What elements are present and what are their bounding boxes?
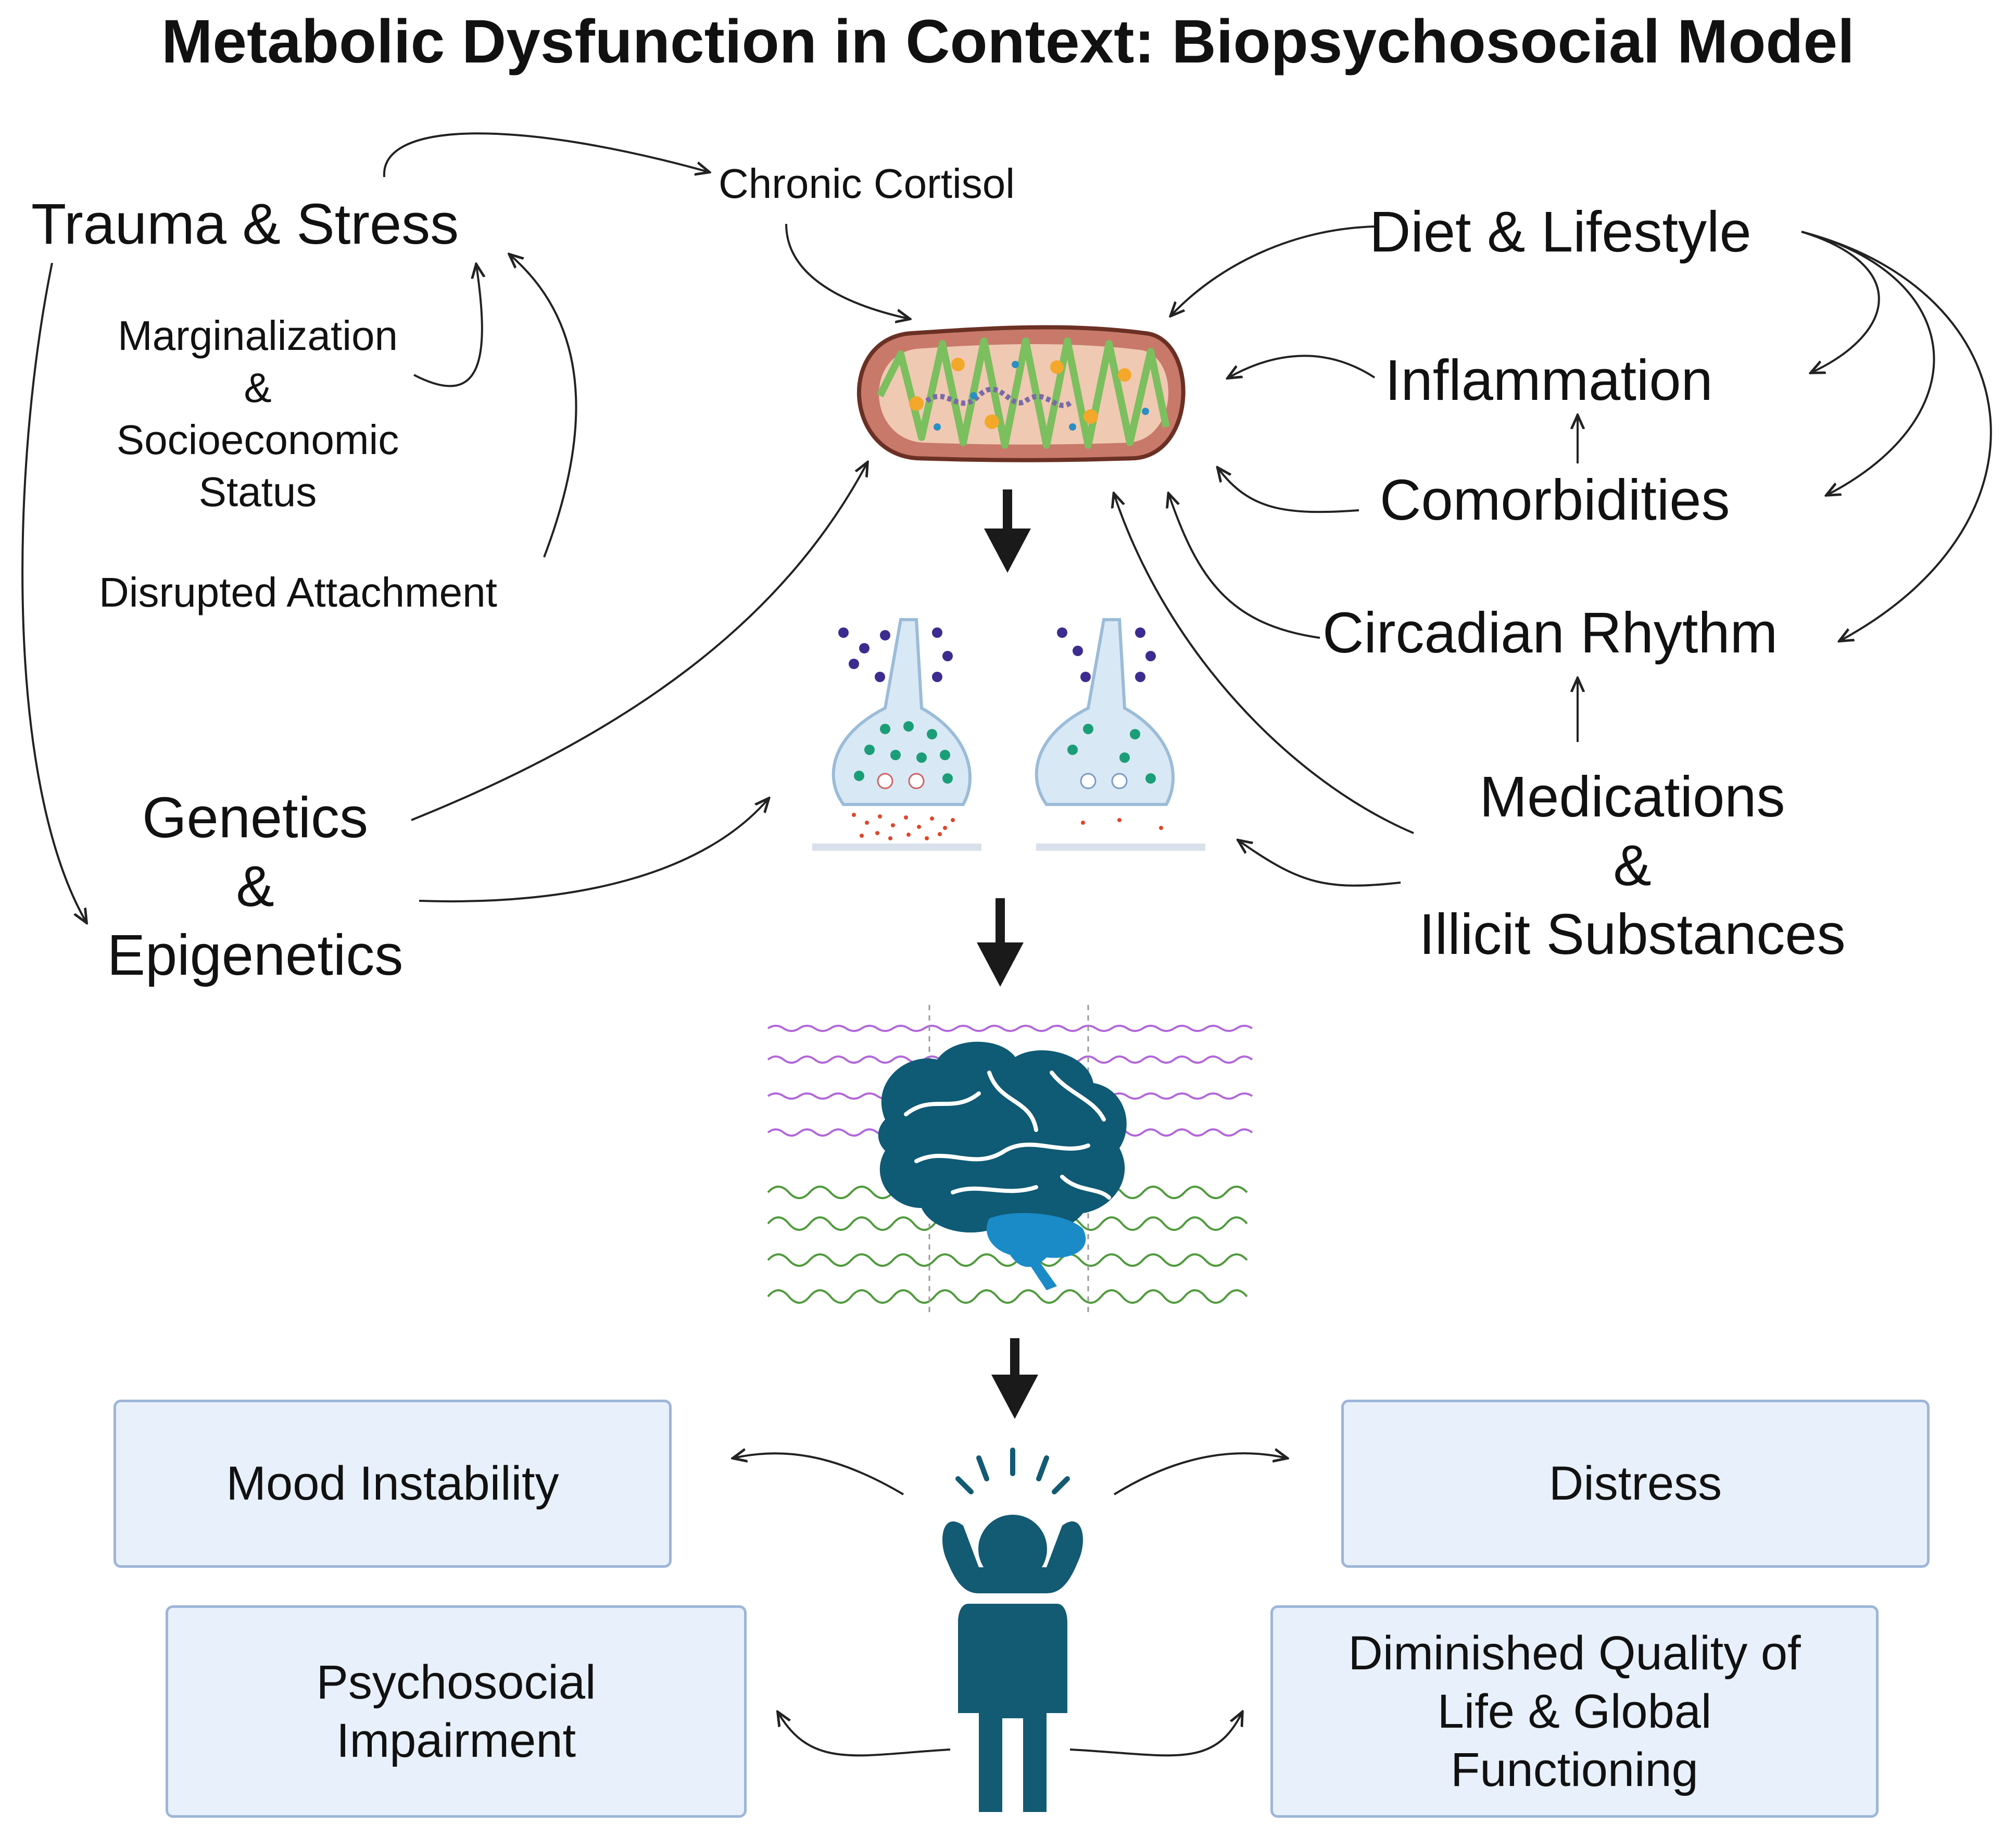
- arrow-person-to-distress: [1113, 1453, 1286, 1495]
- vesicles-normal: [838, 627, 953, 789]
- arrow-person-to-psychosocial: [778, 1713, 951, 1757]
- arrow-attachment-to-trauma: [510, 255, 577, 558]
- qol-line-3: Functioning: [1451, 1743, 1698, 1797]
- label-chronic-cortisol: Chronic Cortisol: [719, 160, 1015, 207]
- distress-text: Distress: [1548, 1457, 1722, 1511]
- arrow-comorbidities-to-mitochondrion: [1218, 469, 1359, 513]
- marginalization-line-3: Socioeconomic: [116, 417, 399, 463]
- arrow-trauma-to-cortisol: [383, 132, 708, 178]
- arrow-genetics-to-synapse: [419, 799, 768, 903]
- flow-arrow-2: [977, 898, 1024, 987]
- box-quality-of-life: Diminished Quality of Life & Global Func…: [1270, 1605, 1879, 1818]
- arrow-diet-to-mitochondrion: [1171, 225, 1375, 315]
- qol-line-1: Diminished Quality of: [1348, 1626, 1801, 1680]
- vesicles-depleted: [1057, 627, 1156, 789]
- neurotransmitters-normal: [852, 813, 955, 840]
- brain-icon: [878, 1041, 1127, 1290]
- arrow-genetics-to-mitochondrion: [411, 463, 867, 821]
- flow-arrow-3: [991, 1338, 1038, 1419]
- arrow-cortisol-to-mitochondrion: [785, 223, 909, 319]
- genetics-line-1: Genetics: [142, 786, 369, 850]
- genetics-line-2: &: [236, 854, 274, 918]
- medications-line-2: &: [1613, 834, 1652, 898]
- box-mood-instability: Mood Instability: [114, 1400, 672, 1568]
- arrow-diet-to-circadian: [1801, 231, 1992, 640]
- label-diet-lifestyle: Diet & Lifestyle: [1369, 200, 1752, 264]
- marginalization-line-2: &: [244, 364, 272, 411]
- label-marginalization: Marginalization & Socioeconomic Status: [83, 310, 432, 518]
- arrow-inflammation-to-mitochondrion: [1229, 355, 1376, 378]
- arrow-medications-to-synapse: [1239, 841, 1401, 887]
- mitochondrion-icon: [856, 325, 1186, 462]
- label-inflammation: Inflammation: [1385, 348, 1713, 412]
- arrow-person-to-mood: [734, 1453, 904, 1495]
- label-trauma-stress: Trauma & Stress: [31, 192, 459, 256]
- marginalization-line-4: Status: [198, 469, 317, 515]
- medications-line-1: Medications: [1479, 765, 1785, 829]
- label-circadian-rhythm: Circadian Rhythm: [1322, 601, 1778, 665]
- distressed-person-icon: [942, 1448, 1083, 1812]
- psychosocial-line-1: Psychosocial: [316, 1655, 596, 1709]
- qol-line-2: Life & Global: [1437, 1684, 1712, 1738]
- label-comorbidities: Comorbidities: [1380, 468, 1730, 532]
- box-psychosocial-impairment: Psychosocial Impairment: [166, 1605, 747, 1818]
- synapse-depleted-icon: [1035, 618, 1205, 851]
- arrow-circadian-to-mitochondrion: [1169, 495, 1320, 639]
- marginalization-line-1: Marginalization: [117, 312, 398, 359]
- arrow-person-to-qol: [1069, 1713, 1242, 1757]
- synapse-normal-icon: [812, 618, 981, 851]
- label-genetics: Genetics & Epigenetics: [73, 784, 437, 990]
- mood-instability-text: Mood Instability: [226, 1457, 559, 1511]
- box-distress: Distress: [1341, 1400, 1930, 1568]
- flow-arrow-1: [984, 489, 1031, 573]
- flow-arrows: [977, 489, 1038, 1419]
- eeg-waves-icon: [767, 1005, 1253, 1317]
- neurotransmitters-depleted: [1081, 818, 1163, 830]
- mitochondrion-granules: [909, 358, 1149, 431]
- label-medications: Medications & Illicit Substances: [1385, 763, 1880, 969]
- genetics-line-3: Epigenetics: [107, 923, 404, 987]
- page-title: Metabolic Dysfunction in Context: Biopsy…: [161, 7, 1855, 76]
- psychosocial-line-2: Impairment: [336, 1714, 576, 1767]
- medications-line-3: Illicit Substances: [1419, 902, 1846, 966]
- label-disrupted-attachment: Disrupted Attachment: [99, 569, 497, 615]
